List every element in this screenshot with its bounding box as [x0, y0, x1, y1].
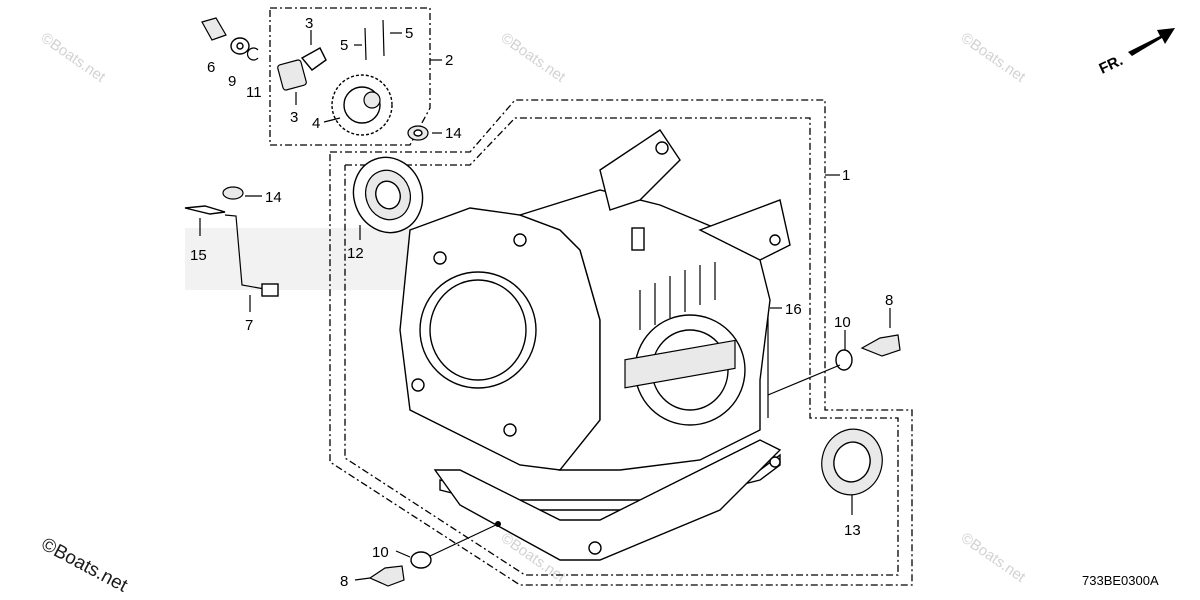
watermark-text: ©Boats.net [958, 529, 1029, 586]
governor-shaft [201, 17, 227, 41]
bracket-hole [769, 234, 781, 246]
callout-5-right: 5 [405, 25, 413, 42]
callout-13: 13 [844, 522, 861, 539]
mounting-bracket-rear [599, 129, 681, 211]
callout-8-bottom: 8 [340, 573, 348, 590]
watermark-text: ©Boats.net [38, 29, 109, 86]
governor-pin [382, 19, 385, 57]
washer-10-bottom [410, 551, 432, 569]
washer-10-right [835, 349, 853, 371]
callout-labels: 1 2 3 3 4 5 5 6 7 8 8 9 10 10 11 12 13 1… [190, 15, 893, 590]
head-bolt-hole [513, 233, 527, 247]
callout-5-left: 5 [340, 37, 348, 54]
arrow-icon [1128, 28, 1175, 56]
callout-7: 7 [245, 317, 253, 334]
bracket-hole [655, 141, 669, 155]
base-pocket [624, 339, 736, 389]
drain-bolt-8-bottom [368, 565, 405, 587]
callout-3-bottom: 3 [290, 109, 298, 126]
retaining-clip [247, 47, 259, 61]
callout-3-top: 3 [305, 15, 313, 32]
base-mount-hole [769, 456, 781, 468]
governor-shaft-parts [201, 17, 429, 141]
callout-9: 9 [228, 73, 236, 90]
drain-plug-right [767, 334, 901, 396]
callout-12: 12 [347, 245, 364, 262]
callout-10-bottom: 10 [372, 544, 389, 561]
watermark-text: ©Boats.net [498, 29, 569, 86]
crankcase-inner-boundary [344, 117, 899, 576]
washer-14-left [222, 186, 244, 200]
diagram-code: 733BE0300A [1082, 573, 1159, 588]
base-mount-hole [588, 541, 602, 555]
mounting-bracket-side [698, 199, 791, 261]
leader-line [395, 550, 411, 558]
callout-6: 6 [207, 59, 215, 76]
callout-16: 16 [785, 301, 802, 318]
front-label: FR. [1097, 52, 1126, 78]
cylinder-block [399, 129, 791, 561]
front-direction-arrow: FR. [1097, 28, 1175, 78]
governor-weight-upper [300, 47, 327, 71]
callout-4: 4 [312, 115, 320, 132]
watermark-text: ©Boats.net [958, 29, 1029, 86]
callout-14-top: 14 [445, 125, 462, 142]
oil-seal-inner [833, 441, 871, 483]
drain-bolt-8-right [860, 334, 901, 357]
breather-tube-7 [224, 214, 271, 291]
washer-hole [236, 42, 244, 50]
callout-11: 11 [246, 84, 262, 101]
breather-tube [631, 227, 645, 251]
callout-1: 1 [842, 167, 850, 184]
callout-10-right: 10 [834, 314, 851, 331]
head-bolt-hole [503, 423, 517, 437]
crankcase-base [433, 439, 782, 561]
governor-pin [364, 27, 367, 61]
leader-lines [199, 30, 891, 581]
tube-end [261, 283, 279, 297]
oil-seal [821, 428, 883, 496]
head-bolt-hole [433, 251, 447, 265]
head-bolt-hole [411, 378, 425, 392]
governor-assembly [277, 19, 393, 136]
ball-bearing [352, 156, 424, 234]
callout-2: 2 [445, 52, 453, 69]
washer-hole [413, 129, 423, 137]
breather-parts [184, 186, 279, 297]
leader-line [323, 117, 341, 123]
crankcase-outer-boundary [329, 99, 913, 586]
assembly-line [767, 364, 841, 396]
cooling-fins [639, 262, 716, 330]
leader-line [354, 577, 371, 581]
bearing-bore [375, 180, 401, 210]
cylinder-bore-inner [429, 279, 527, 381]
callout-14-left: 14 [265, 189, 282, 206]
callout-8-right: 8 [885, 292, 893, 309]
assembly-line [429, 523, 499, 557]
corner-watermark: ©Boats.net [38, 534, 132, 597]
governor-weight [277, 59, 307, 91]
clip-15 [184, 205, 226, 215]
callout-15: 15 [190, 247, 207, 264]
drain-plug-bottom [368, 523, 499, 587]
governor-hub [363, 91, 381, 109]
